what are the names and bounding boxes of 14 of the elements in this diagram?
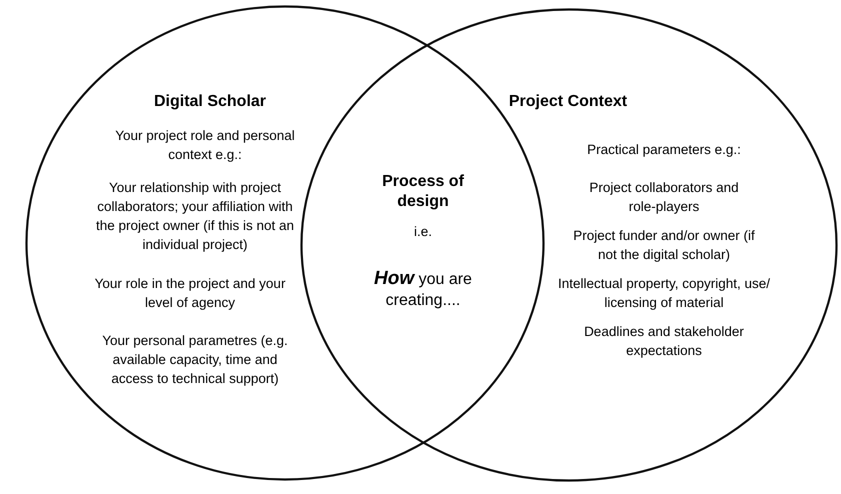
circle-text: Your project role and personal context e.g.: bbox=[114, 127, 296, 164]
circle-text: Your relationship with project collaborators; your affiliation with the project owner (if this is not an individual project) bbox=[94, 179, 296, 254]
circle-text: Deadlines and stakeholder expectations bbox=[583, 323, 745, 360]
circle-text: Intellectual property, copyright, use/ licensing of material bbox=[556, 275, 772, 312]
circle-text: How you are creating.... bbox=[373, 268, 473, 311]
circle-heading: Digital Scholar bbox=[152, 92, 268, 112]
circle-text: Project funder and/or owner (if not the digital scholar) bbox=[572, 227, 756, 264]
circle-text: Practical parameters e.g.: bbox=[586, 141, 742, 159]
circle-heading: Project Context bbox=[508, 92, 628, 112]
circle-text: Your personal parametres (e.g. available capacity, time and access to technical support) bbox=[101, 332, 289, 388]
circle-text: Your role in the project and your level of agency bbox=[94, 275, 286, 312]
circle-text: i.e. bbox=[412, 223, 433, 241]
circle-heading: Process of design bbox=[381, 172, 465, 212]
circle-text: Project collaborators and role-players bbox=[588, 179, 740, 216]
